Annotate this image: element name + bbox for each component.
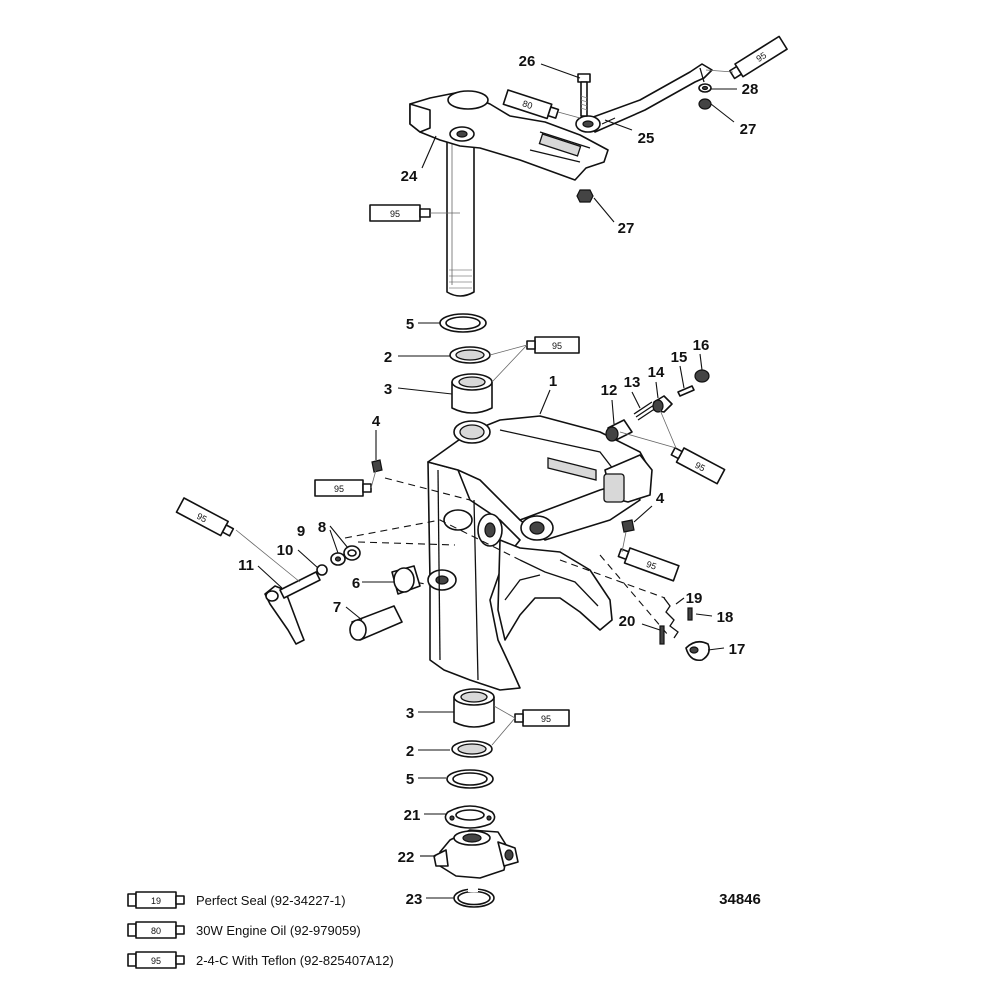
lubricant-legend: 19 Perfect Seal (92-34227-1) 80 30W Engi… <box>127 891 394 969</box>
callout-27-upper: 27 <box>740 121 757 138</box>
pin-part-20 <box>659 625 665 645</box>
washer-part-2-lower <box>451 740 493 758</box>
grease-tube-95-upper-bushing: 95 <box>489 336 580 383</box>
grease-tube-95-shaft: 95 <box>369 204 460 222</box>
plate-part-21 <box>444 805 496 829</box>
legend-row-95: 95 2-4-C With Teflon (92-825407A12) <box>127 951 394 969</box>
callout-2-lower: 2 <box>406 743 414 760</box>
grease-tube-95-lever: 95 <box>175 497 301 583</box>
knob-part-16 <box>694 369 710 383</box>
seal-part-5-lower <box>446 769 494 789</box>
callout-18: 18 <box>717 609 734 626</box>
callout-8: 8 <box>318 519 326 536</box>
pin-part-15 <box>677 385 695 397</box>
callout-16: 16 <box>693 337 710 354</box>
seal-part-5-upper <box>439 313 487 333</box>
grease-fitting-part-4-right <box>621 519 635 533</box>
legend-text: Perfect Seal (92-34227-1) <box>196 893 346 908</box>
callout-10: 10 <box>277 542 294 559</box>
legend-code: 19 <box>151 896 161 906</box>
callout-23: 23 <box>406 891 423 908</box>
bushing-part-3-lower <box>453 688 495 728</box>
washer-part-28 <box>698 83 712 93</box>
grease-tube-95-lower-bushing: 95 <box>491 705 570 746</box>
callout-20: 20 <box>619 613 636 630</box>
callout-7: 7 <box>333 599 341 616</box>
swivel-bracket-part-1 <box>427 415 653 691</box>
nut-part-27-lower <box>576 189 594 203</box>
tube-code: 95 <box>552 341 562 351</box>
tube-code: 95 <box>390 209 400 219</box>
tube-code: 95 <box>693 460 707 474</box>
bolt-part-26 <box>577 73 591 117</box>
washer-part-8 <box>343 545 361 561</box>
callout-22: 22 <box>398 849 415 866</box>
callout-13: 13 <box>624 374 641 391</box>
pin-part-18 <box>687 607 693 621</box>
steering-arm-part-24 <box>409 90 609 297</box>
tube-part-7 <box>349 605 403 641</box>
spring-part-19 <box>663 597 679 639</box>
grease-fitting-part-4-left <box>371 459 383 473</box>
legend-text: 2-4-C With Teflon (92-825407A12) <box>196 953 394 968</box>
legend-row-80: 80 30W Engine Oil (92-979059) <box>127 921 361 939</box>
diagram-number: 34846 <box>719 891 761 908</box>
callout-26: 26 <box>519 53 536 70</box>
callout-labels: 26 25 28 27 27 24 5 2 3 1 4 12 13 14 15 … <box>238 53 758 908</box>
callout-1: 1 <box>549 373 557 390</box>
callout-9: 9 <box>297 523 305 540</box>
tube-code: 95 <box>754 50 768 64</box>
callout-17: 17 <box>729 641 746 658</box>
bushing-part-6 <box>391 565 421 595</box>
tube-code: 95 <box>541 714 551 724</box>
callout-19: 19 <box>686 590 703 607</box>
cap-part-12 <box>605 419 633 442</box>
callout-4-right: 4 <box>656 490 665 507</box>
legend-text: 30W Engine Oil (92-979059) <box>196 923 361 938</box>
nut-part-27-upper <box>698 98 712 110</box>
grease-tube-80: 80 <box>502 89 581 120</box>
callout-5-lower: 5 <box>406 771 414 788</box>
plug-part-14 <box>652 395 673 413</box>
callout-24: 24 <box>401 168 418 185</box>
callout-28: 28 <box>742 81 759 98</box>
tube-code: 95 <box>195 511 209 525</box>
grease-tube-95-left-fitting: 95 <box>314 469 377 497</box>
tube-code: 95 <box>645 559 658 572</box>
grease-tube-95-top-right: 95 <box>705 35 788 80</box>
callout-12: 12 <box>601 382 618 399</box>
callout-2-upper: 2 <box>384 349 392 366</box>
legend-code: 80 <box>151 926 161 936</box>
bushing-part-3-upper <box>451 373 493 414</box>
washer-part-2-upper <box>449 346 491 364</box>
steering-link-part-25 <box>575 63 713 133</box>
legend-code: 95 <box>151 956 161 966</box>
tube-code: 95 <box>334 484 344 494</box>
callout-15: 15 <box>671 349 688 366</box>
callout-11: 11 <box>238 557 254 574</box>
callout-14: 14 <box>648 364 665 381</box>
callout-6: 6 <box>352 575 360 592</box>
ring-part-10 <box>316 564 328 576</box>
callout-3-upper: 3 <box>384 381 392 398</box>
callout-4-left: 4 <box>372 413 381 430</box>
washer-part-9 <box>330 552 346 566</box>
callout-25: 25 <box>638 130 655 147</box>
clip-part-17 <box>685 640 710 662</box>
leader-lines <box>257 63 737 899</box>
callout-21: 21 <box>404 807 421 824</box>
grease-tube-95-right-upper: 95 <box>619 409 726 485</box>
tube-code: 80 <box>521 98 534 111</box>
callout-3-lower: 3 <box>406 705 414 722</box>
legend-row-19: 19 Perfect Seal (92-34227-1) <box>127 891 346 909</box>
spring-part-13 <box>633 401 657 421</box>
snap-ring-part-23 <box>453 888 495 908</box>
steering-collar-part-22 <box>433 829 519 879</box>
lever-part-11 <box>264 571 321 645</box>
callout-5-upper: 5 <box>406 316 414 333</box>
grease-tube-95-right-fitting: 95 <box>617 531 680 582</box>
callout-27-lower: 27 <box>618 220 635 237</box>
